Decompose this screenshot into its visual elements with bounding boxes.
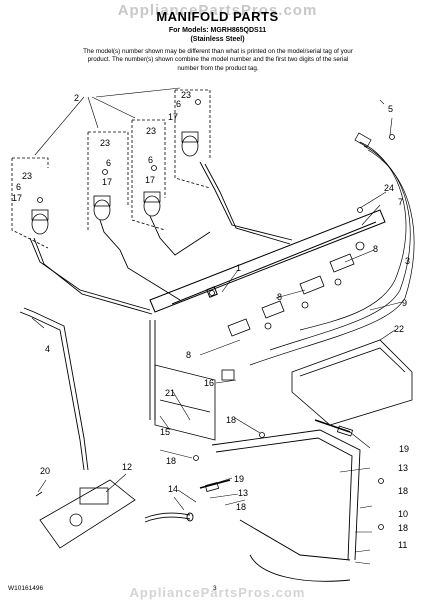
callout-18-e: 18 — [398, 523, 408, 533]
callout-13-b: 13 — [238, 488, 248, 498]
callout-19-a: 19 — [399, 444, 409, 454]
callout-18-c: 18 — [236, 502, 246, 512]
callout-14: 14 — [168, 484, 178, 494]
left-tube — [19, 307, 89, 471]
callout-17-c: 17 — [145, 175, 155, 185]
callout-labels: 2 23 6 17 23 6 17 23 6 17 23 6 17 5 24 7… — [12, 90, 410, 550]
callout-7: 7 — [398, 197, 403, 207]
regulators — [31, 131, 199, 235]
model-info: For Models: MGRH865QDS11 (Stainless Stee… — [0, 26, 435, 44]
callout-6-d: 6 — [176, 99, 181, 109]
callout-6-b: 6 — [106, 158, 111, 168]
callout-8-c: 8 — [186, 350, 191, 360]
burner-valves — [227, 241, 365, 337]
callout-12: 12 — [122, 462, 132, 472]
support-bracket — [154, 364, 235, 441]
callout-23-a: 23 — [22, 171, 32, 181]
manifold-pipe — [149, 209, 386, 313]
valve-group-boxes — [11, 89, 211, 249]
callout-17-d: 17 — [168, 112, 178, 122]
model-note: The model(s) number shown may be differe… — [83, 48, 353, 72]
watermark-bottom: AppliancePartsPros.com — [129, 585, 306, 600]
callout-20: 20 — [40, 466, 50, 476]
wire-harness — [249, 132, 415, 366]
callout-19-b: 19 — [234, 474, 244, 484]
callout-5: 5 — [388, 104, 393, 114]
lower-burner-tubes — [211, 429, 361, 582]
callout-6-a: 6 — [16, 182, 21, 192]
callout-1: 1 — [236, 263, 241, 273]
callout-18-b: 18 — [166, 456, 176, 466]
screws — [37, 99, 395, 530]
callout-10: 10 — [398, 509, 408, 519]
callout-17-b: 17 — [102, 177, 112, 187]
watermark-top: AppliancePartsPros.com — [117, 2, 318, 19]
callout-13-a: 13 — [398, 463, 408, 473]
callout-17-a: 17 — [12, 193, 22, 203]
vertical-tube — [149, 320, 156, 420]
finish-line: (Stainless Steel) — [190, 36, 245, 43]
page-title: MANIFOLD PARTS — [156, 9, 279, 24]
tube-segment — [144, 512, 194, 523]
heat-shield — [291, 339, 413, 426]
callout-11: 11 — [398, 540, 407, 550]
callout-24: 24 — [384, 183, 394, 193]
page-number: 3 — [213, 585, 217, 592]
igniters — [199, 419, 354, 492]
callout-8-a: 8 — [373, 244, 378, 254]
bottom-valve-assembly — [35, 479, 136, 549]
callout-8-b: 8 — [277, 292, 282, 302]
callout-2: 2 — [74, 93, 79, 103]
callout-3: 3 — [405, 256, 410, 266]
callout-16: 16 — [204, 378, 214, 388]
callout-15: 15 — [160, 427, 170, 437]
document-code: W10161496 — [8, 585, 44, 592]
leader-lines — [31, 87, 403, 565]
callout-23-b: 23 — [100, 138, 110, 148]
callout-18-d: 18 — [398, 486, 408, 496]
callout-21: 21 — [165, 388, 175, 398]
callout-18-a: 18 — [226, 415, 236, 425]
callout-23-c: 23 — [146, 126, 156, 136]
models-line: For Models: MGRH865QDS11 — [168, 27, 267, 34]
callout-4: 4 — [45, 344, 50, 354]
callout-22: 22 — [394, 324, 404, 334]
callout-9: 9 — [402, 298, 407, 308]
callout-6-c: 6 — [148, 155, 153, 165]
gas-tubes — [29, 161, 293, 315]
callout-23-d: 23 — [181, 90, 191, 100]
